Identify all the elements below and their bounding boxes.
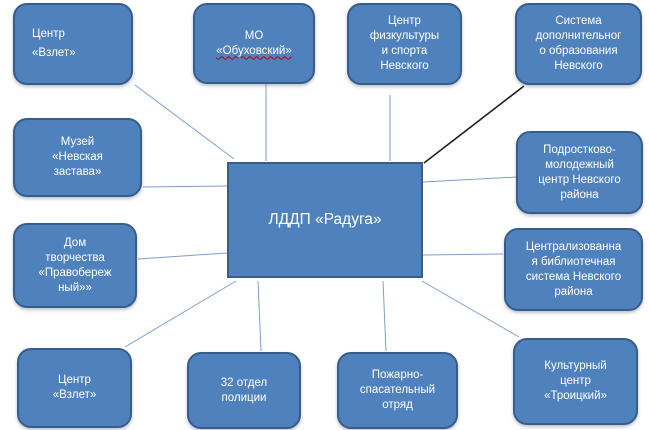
connector-kulturny <box>421 280 520 338</box>
node-lddp-raduga-label: ЛДДП «Радуга» <box>268 211 382 228</box>
node-biblioteka-label: я библиотечная <box>531 255 616 268</box>
node-mo-obukhovsky-label-misspelled: «Обуховский» <box>216 44 292 57</box>
node-pozharny-label: отряд <box>382 399 413 411</box>
node-biblioteka-label: Централизованна <box>525 240 622 253</box>
node-centr-vzlet-bottom-label: Центр <box>58 374 91 386</box>
node-dom-tvorchestva-label: творчества <box>45 251 105 264</box>
node-lddp-raduga: ЛДДП «Радуга» <box>227 162 423 278</box>
connector-podrostkovo <box>422 176 518 183</box>
connector-dom-tvorchestva <box>137 252 228 260</box>
node-sistema-obrazovaniya-label: Невского <box>554 60 603 72</box>
node-dom-tvorchestva-label: Дом <box>63 236 87 249</box>
node-kulturny-label: Культурный <box>544 360 607 372</box>
node-centr-fizkultury-label: и спорта <box>381 45 428 57</box>
connector-biblioteka <box>422 253 504 256</box>
node-centr-vzlet-top-label: «Взлет» <box>32 47 76 59</box>
node-podrostkovo-label: Подростково- <box>543 143 616 156</box>
node-policiya-label: 32 отдел <box>220 376 268 389</box>
node-centr-fizkultury-label: Центр <box>388 15 421 27</box>
node-policiya-label: полиции <box>221 391 267 404</box>
node-pozharny-label: спасательный <box>359 384 436 396</box>
connector-vzlet-top <box>134 84 235 160</box>
node-kulturny-centr-troicky: Культурный центр «Троицкий» <box>513 338 638 425</box>
node-dom-tvorchestva-label: ный»» <box>58 281 92 294</box>
connector-sistema-obrazovaniya <box>423 85 525 164</box>
node-centr-vzlet-bottom-label: «Взлет» <box>52 389 97 401</box>
node-centr-fizkultury: Центр физкультуры и спорта Невского <box>347 3 462 85</box>
connector-pozharny <box>382 280 387 352</box>
node-sistema-obrazovaniya: Система дополнительног о образования Нев… <box>515 3 642 85</box>
connector-vzlet-bottom <box>124 280 237 348</box>
node-biblioteka-label: система Невского <box>525 270 622 283</box>
node-podrostkovo-molodezhny-centr: Подростково- молодежный центр Невского р… <box>516 131 643 214</box>
node-biblioteka-label: района <box>554 285 593 298</box>
node-muzey-nevskaya-zastava: Музей «Невская застава» <box>13 118 142 197</box>
node-centr-vzlet-top: Центр «Взлет» <box>13 3 133 85</box>
node-muzey-label: «Невская <box>52 151 103 163</box>
node-mo-obukhovsky-label: МО <box>244 29 264 42</box>
node-mo-obukhovsky: МО «Обуховский» <box>193 3 315 84</box>
node-muzey-label: Музей <box>60 136 95 148</box>
node-centralizovannaya-biblioteka: Централизованна я библиотечная система Н… <box>504 228 643 311</box>
node-sistema-obrazovaniya-label: о образования <box>539 45 618 57</box>
node-kulturny-label: центр <box>560 375 591 387</box>
node-centr-vzlet-top-label: Центр <box>32 28 65 40</box>
node-podrostkovo-label: центр Невского <box>538 173 621 186</box>
node-pozharno-spasatelny-otryad: Пожарно- спасательный отряд <box>337 352 458 429</box>
node-kulturny-label: «Троицкий» <box>544 390 607 402</box>
node-dom-tvorchestva-pravoberezhny: Дом творчества «Правобереж ный»» <box>13 223 137 308</box>
node-dom-tvorchestva-label: «Правобереж <box>38 266 112 279</box>
node-muzey-label: застава» <box>53 166 102 178</box>
node-pozharny-label: Пожарно- <box>371 369 424 381</box>
connector-policiya <box>257 280 262 352</box>
node-32-otdel-policii: 32 отдел полиции <box>187 352 301 429</box>
node-sistema-obrazovaniya-label: Система <box>555 15 602 27</box>
node-centr-vzlet-bottom: Центр «Взлет» <box>17 348 132 428</box>
node-centr-fizkultury-label: Невского <box>380 60 429 72</box>
node-centr-fizkultury-label: физкультуры <box>369 30 440 42</box>
connector-muzey <box>142 185 228 188</box>
node-sistema-obrazovaniya-label: дополнительног <box>535 30 622 42</box>
node-podrostkovo-label: района <box>560 188 599 201</box>
node-podrostkovo-label: молодежный <box>545 158 614 171</box>
